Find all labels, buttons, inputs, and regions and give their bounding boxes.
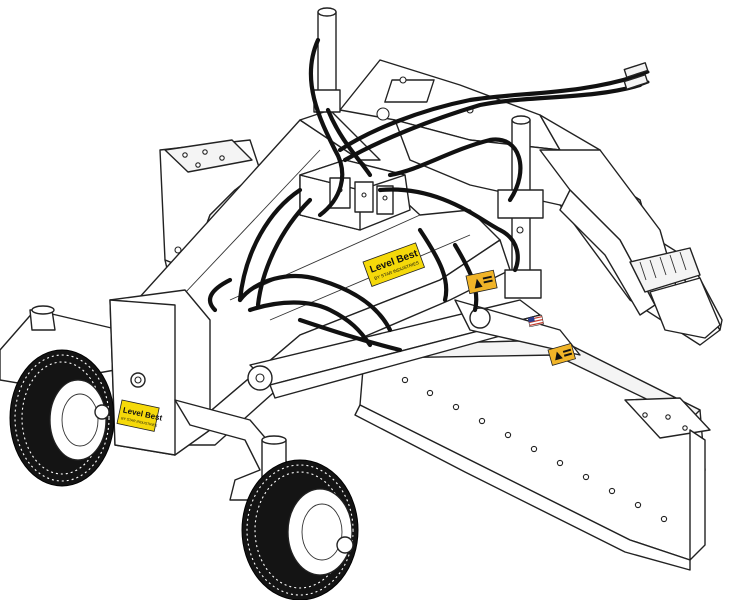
- warning-icon: [474, 278, 483, 289]
- hose-couplers: [623, 62, 649, 90]
- blade-struts: [247, 299, 581, 399]
- warning-decal-upper: [465, 269, 498, 295]
- warning-icon: [555, 351, 563, 361]
- front-right-wheel: [241, 459, 359, 600]
- brand-decal-main: Level Best BY STAR INDUSTRIES: [362, 242, 426, 287]
- hydraulic-hoses: [207, 37, 650, 353]
- brand-tagline-front: BY STAR INDUSTRIES: [121, 416, 158, 428]
- right-lift-arm: [539, 149, 721, 339]
- us-flag-decal: [527, 314, 544, 328]
- vertical-post-left: [313, 7, 341, 113]
- brand-decal-front: Level Best BY STAR INDUSTRIES: [116, 399, 163, 432]
- blade-bolt-holes: [401, 376, 668, 523]
- right-mast: [497, 115, 544, 299]
- grader-blade: [354, 339, 711, 571]
- front-left-wheel: [9, 349, 115, 487]
- warning-decal-lower: [547, 342, 576, 366]
